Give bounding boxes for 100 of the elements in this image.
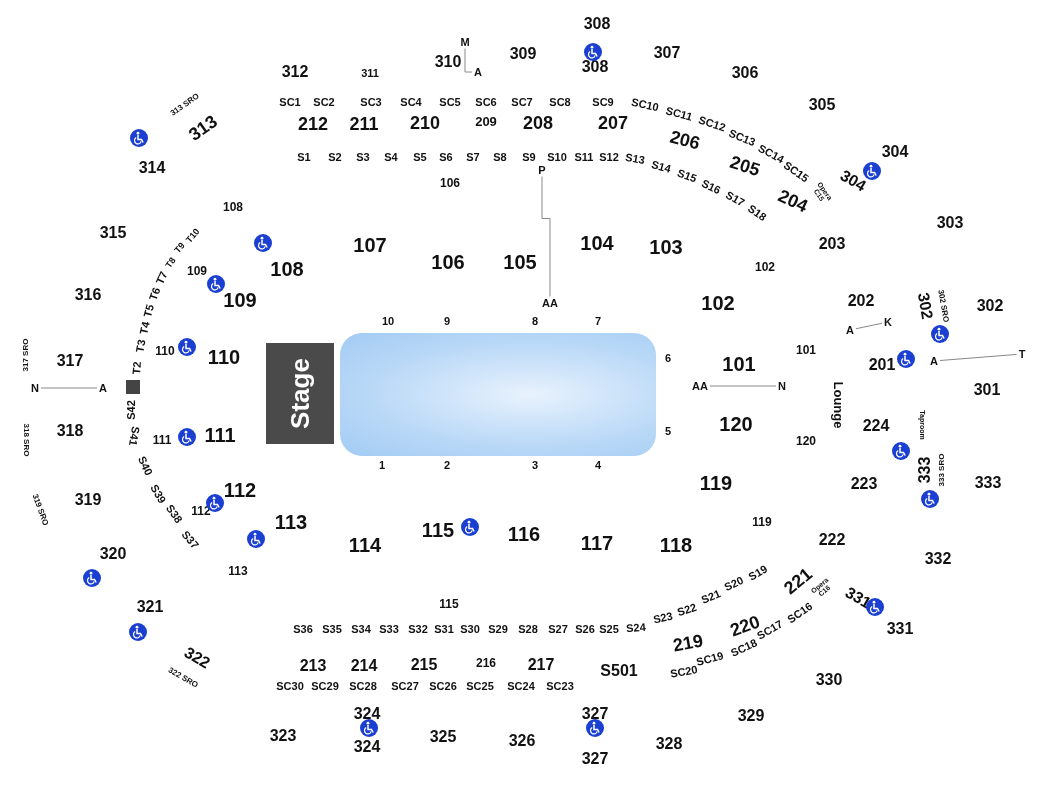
section-number: 311	[361, 67, 379, 79]
row-label: T7	[154, 269, 170, 287]
section-number: 333	[974, 475, 1002, 491]
section-number: 111	[152, 434, 172, 446]
row-label: S17	[723, 189, 747, 209]
row-label: SC24	[507, 680, 535, 692]
section-number: 328	[655, 736, 683, 752]
section-number: 110	[155, 345, 175, 357]
section-number: 106	[431, 252, 465, 272]
row-label: SC7	[511, 96, 533, 108]
section-number: 117	[580, 533, 614, 553]
row-label: S8	[493, 151, 507, 163]
row-line	[40, 387, 98, 389]
section-number: 316	[74, 287, 102, 303]
section-number: 119	[699, 473, 733, 493]
row-line	[939, 353, 1018, 361]
section-number: 109	[187, 265, 207, 277]
row-label: S26	[575, 623, 595, 635]
section-number: 320	[99, 546, 127, 562]
row-label: S29	[488, 623, 508, 635]
section-number: 306	[731, 65, 759, 81]
section-number: 215	[410, 657, 438, 673]
row-line	[464, 48, 473, 73]
section-number: 116	[507, 524, 541, 544]
row-marker: A	[99, 382, 107, 394]
row-label: T5	[142, 303, 156, 319]
section-number: 115	[439, 598, 459, 610]
row-label: SC6	[475, 96, 497, 108]
row-label: S16	[699, 177, 723, 197]
row-marker: N	[31, 382, 39, 394]
section-number: 321	[136, 599, 164, 615]
row-label: S13	[624, 151, 646, 167]
row-label: S5	[413, 151, 427, 163]
row-label: SC1	[279, 96, 301, 108]
area-label: 302 SRO	[936, 289, 950, 323]
section-number: 305	[808, 97, 836, 113]
area-label: 318 SRO	[22, 423, 30, 457]
section-number: 303	[936, 215, 964, 231]
row-label: SC27	[391, 680, 419, 692]
row-label: S42	[125, 400, 137, 420]
section-number: 204	[775, 186, 811, 216]
section-number: 114	[348, 535, 382, 555]
row-label: S27	[548, 623, 568, 635]
row-marker: A	[930, 355, 938, 367]
section-number: 120	[796, 435, 816, 447]
section-number: 331	[842, 584, 874, 612]
row-label: T10	[184, 227, 202, 245]
row-label: S1	[297, 151, 311, 163]
row-label: S12	[599, 151, 619, 163]
section-number: 224	[862, 418, 890, 434]
section-number: 111	[204, 425, 236, 445]
section-number: 115	[421, 520, 455, 540]
section-number: 102	[755, 261, 775, 273]
row-marker: AA	[542, 297, 558, 309]
row-marker: A	[846, 324, 854, 336]
row-label: S34	[351, 623, 371, 635]
row-label: S41	[126, 425, 142, 447]
row-label: SC28	[349, 680, 377, 692]
section-number: 110	[207, 347, 241, 367]
row-marker: T	[1018, 348, 1026, 360]
row-label: S33	[379, 623, 399, 635]
section-number: 107	[353, 235, 387, 255]
section-number: 330	[815, 672, 843, 688]
section-number: 104	[580, 233, 614, 253]
row-label: SC5	[439, 96, 461, 108]
row-label: SC20	[669, 664, 699, 680]
row-line	[709, 385, 777, 387]
row-label: S32	[408, 623, 428, 635]
row-label: S2	[328, 151, 342, 163]
area-label: Lounge	[831, 381, 845, 429]
section-number: 101	[796, 344, 816, 356]
row-label: SC3	[360, 96, 382, 108]
row-label: T4	[138, 320, 152, 336]
row-label: SC8	[549, 96, 571, 108]
section-number: 217	[527, 657, 555, 673]
section-number: 108	[223, 201, 243, 213]
row-label: SC9	[592, 96, 614, 108]
row-label: SC4	[400, 96, 422, 108]
section-number: 327	[581, 706, 609, 722]
section-number: 323	[269, 728, 297, 744]
ice-rink	[340, 333, 656, 456]
section-number: 201	[868, 357, 896, 373]
row-label: S23	[652, 610, 674, 626]
section-number: 223	[850, 476, 878, 492]
row-line	[855, 322, 883, 330]
section-number: 216	[476, 657, 496, 669]
section-number: 308	[583, 16, 611, 32]
section-number: 333	[917, 456, 933, 484]
section-number: 319	[74, 492, 102, 508]
row-label: SC25	[466, 680, 494, 692]
section-number: 211	[349, 115, 379, 133]
row-marker: A	[474, 66, 482, 78]
section-number: 113	[274, 512, 308, 532]
section-number: 326	[508, 733, 536, 749]
section-number: 325	[429, 729, 457, 745]
row-label: SC29	[311, 680, 339, 692]
section-number: 312	[281, 64, 309, 80]
row-label: SC10	[630, 96, 660, 114]
section-number: 309	[509, 46, 537, 62]
row-label: S25	[599, 623, 619, 635]
